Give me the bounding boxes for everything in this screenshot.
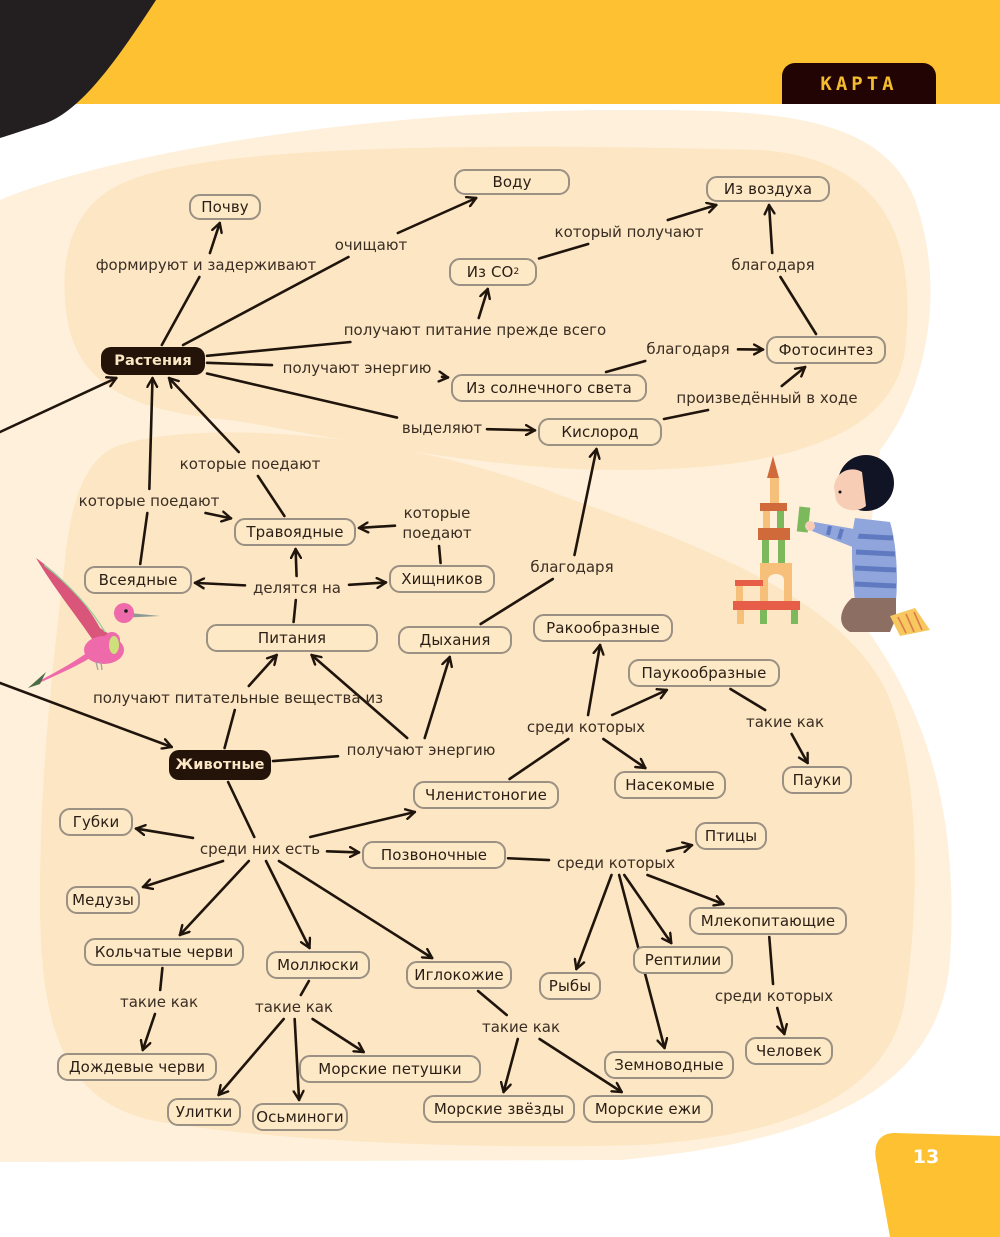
link-label-such-as: такие как	[745, 712, 825, 731]
co2-subscript: 2	[513, 266, 520, 277]
node-sea-urchins[interactable]: Морские ежи	[583, 1095, 713, 1123]
node-fish[interactable]: Рыбы	[539, 972, 601, 1000]
node-sponges[interactable]: Губки	[59, 808, 133, 836]
node-from-sunlight[interactable]: Из солнечного света	[451, 374, 647, 402]
page-number-tab	[875, 1133, 1000, 1237]
link-label-which-eat: которые поедают	[402, 503, 472, 542]
section-tab: КАРТА	[782, 63, 936, 104]
link-label-get-energy: получают энергию	[282, 358, 432, 377]
node-octopuses[interactable]: Осьминоги	[252, 1103, 348, 1131]
node-birds[interactable]: Птицы	[695, 822, 767, 850]
link-label-such-as: такие как	[119, 992, 199, 1011]
link-label-among-them: среди них есть	[199, 839, 321, 858]
link-label-which-eat: которые поедают	[78, 491, 220, 510]
node-vertebrates[interactable]: Позвоночные	[362, 841, 506, 869]
node-molluscs[interactable]: Моллюски	[266, 951, 370, 979]
node-reptiles[interactable]: Рептилии	[633, 946, 733, 974]
node-insects[interactable]: Насекомые	[614, 771, 726, 799]
node-photosynthesis[interactable]: Фотосинтез	[766, 336, 886, 364]
link-label-which-received: который получают	[554, 222, 704, 241]
node-human[interactable]: Человек	[745, 1037, 833, 1065]
node-snails[interactable]: Улитки	[167, 1098, 241, 1126]
node-amphibians[interactable]: Земноводные	[604, 1051, 734, 1079]
link-label-such-as: такие как	[481, 1017, 561, 1036]
corner-swoosh	[0, 0, 156, 138]
node-nutrition[interactable]: Питания	[206, 624, 378, 652]
link-label-thanks-to: благодаря	[646, 339, 730, 358]
node-spiders[interactable]: Пауки	[782, 766, 852, 794]
link-label-thanks-to: благодаря	[731, 255, 815, 274]
link-label-among-which: среди которых	[526, 717, 646, 736]
link-label-form-and-hold: формируют и задерживают	[95, 255, 317, 274]
root-node-plants[interactable]: Растения	[101, 347, 205, 375]
node-sea-hares[interactable]: Морские петушки	[299, 1055, 481, 1083]
node-omnivores[interactable]: Всеядные	[84, 566, 192, 594]
node-from-air[interactable]: Из воздуха	[706, 176, 830, 202]
link-label-feed-primarily: получают питание прежде всего	[343, 320, 607, 339]
link-label-divided-into: делятся на	[253, 578, 341, 597]
link-label-release: выделяют	[401, 418, 483, 437]
link-label-purify: очищают	[334, 235, 408, 254]
node-from-co2-text: Из CO	[466, 262, 514, 281]
link-label-thanks-to: благодаря	[530, 557, 614, 576]
node-annelids[interactable]: Кольчатые черви	[84, 938, 244, 966]
link-label-get-energy: получают энергию	[346, 740, 496, 759]
node-water[interactable]: Воду	[454, 169, 570, 195]
node-arachnids[interactable]: Паукообразные	[628, 659, 780, 687]
link-label-among-which: среди которых	[714, 986, 834, 1005]
page-number: 13	[912, 1146, 940, 1168]
link-label-among-which: среди которых	[556, 853, 676, 872]
link-label-which-eat: которые поедают	[179, 454, 321, 473]
node-echinoderms[interactable]: Иглокожие	[406, 961, 512, 989]
node-soil[interactable]: Почву	[189, 194, 261, 220]
node-crustaceans[interactable]: Ракообразные	[533, 614, 673, 642]
child-illustration	[733, 455, 930, 636]
link-label-such-as: такие как	[254, 997, 334, 1016]
node-predators[interactable]: Хищников	[389, 565, 495, 593]
node-mammals[interactable]: Млекопитающие	[689, 907, 847, 935]
link-label-get-nutrients-from: получают питательные вещества из	[92, 688, 384, 707]
node-respiration[interactable]: Дыхания	[398, 626, 512, 654]
link-label-produced-during: произведённый в ходе	[676, 388, 858, 407]
node-arthropods[interactable]: Членистоногие	[413, 781, 559, 809]
node-herbivores[interactable]: Травоядные	[234, 518, 356, 546]
node-jellyfish[interactable]: Медузы	[66, 886, 140, 914]
node-earthworms[interactable]: Дождевые черви	[57, 1053, 217, 1081]
node-oxygen[interactable]: Кислород	[538, 418, 662, 446]
node-starfish[interactable]: Морские звёзды	[423, 1095, 575, 1123]
root-node-animals[interactable]: Животные	[169, 750, 271, 780]
